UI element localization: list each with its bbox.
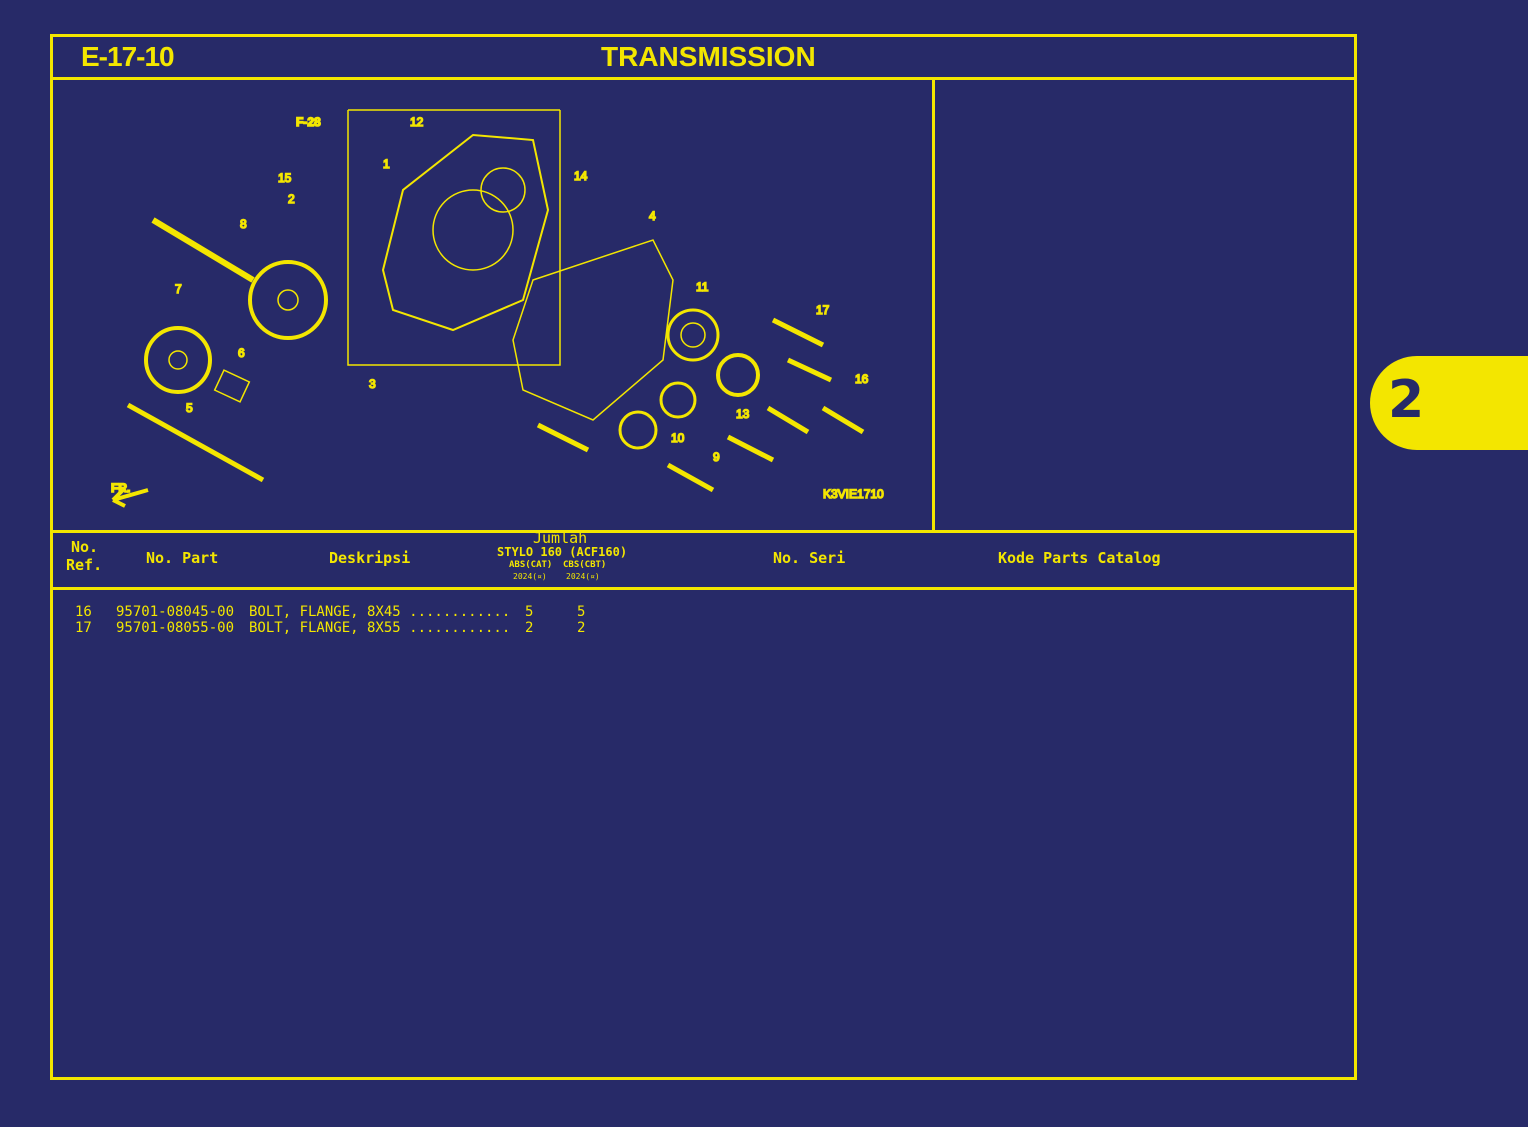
qty-abs: 2 <box>525 620 534 636</box>
header-year-1: 2024(¤) <box>513 572 547 581</box>
callout-1: 1 <box>383 157 390 171</box>
ref-no: 17 <box>75 620 92 636</box>
callout-4: 4 <box>649 209 656 223</box>
qty-cbs: 2 <box>577 620 586 636</box>
table-row[interactable]: 17 95701-08055-00 BOLT, FLANGE, 8X55 ...… <box>53 620 1354 636</box>
part-no: 95701-08055-00 <box>116 620 235 636</box>
qty-cbs: 5 <box>577 604 586 620</box>
callout-10: 10 <box>671 431 685 445</box>
header-quantity: Jumlah <box>533 529 588 547</box>
header-model: STYLO 160 (ACF160) <box>497 545 628 559</box>
callout-8: 8 <box>240 217 247 231</box>
page-title: TRANSMISSION <box>601 41 816 72</box>
table-row[interactable]: 16 95701-08045-00 BOLT, FLANGE, 8X45 ...… <box>53 604 1354 620</box>
qty-abs: 5 <box>525 604 534 620</box>
ref-no: 16 <box>75 604 92 620</box>
callout-7: 7 <box>175 282 182 296</box>
header-variant-cbs: CBS(CBT) <box>563 560 607 570</box>
table-header: No. Ref. No. Part Deskripsi Jumlah STYLO… <box>53 529 1354 590</box>
section-tab-label: 2 <box>1388 370 1425 430</box>
reference-link[interactable]: F-28 <box>295 114 322 130</box>
exploded-diagram: F-28 FR. K3VIE1710 1 2 3 4 5 6 7 8 9 10 … <box>53 80 935 530</box>
callout-6: 6 <box>238 346 245 360</box>
section-tab[interactable]: 2 <box>1370 356 1528 450</box>
page-header: E-17-10 TRANSMISSION <box>53 37 1354 80</box>
callout-11: 11 <box>696 280 709 294</box>
front-label: FR. <box>111 481 130 495</box>
callout-16: 16 <box>855 372 869 386</box>
header-ref-2: Ref. <box>66 556 103 574</box>
header-ref: No. <box>71 538 99 556</box>
part-no: 95701-08045-00 <box>116 604 235 620</box>
description: BOLT, FLANGE, 8X55 ............ <box>249 620 511 636</box>
callout-15: 15 <box>278 171 292 185</box>
callout-17: 17 <box>816 303 830 317</box>
header-year-2: 2024(¤) <box>566 572 600 581</box>
diagram-code: K3VIE1710 <box>823 487 884 501</box>
callout-3: 3 <box>369 377 376 391</box>
header-variant-abs: ABS(CAT) <box>509 560 553 570</box>
section-code: E-17-10 <box>81 41 175 72</box>
callout-5: 5 <box>186 401 193 415</box>
callout-13: 13 <box>736 407 750 421</box>
transmission-diagram: F-28 FR. K3VIE1710 1 2 3 4 5 6 7 8 9 10 … <box>110 109 885 508</box>
header-description: Deskripsi <box>329 549 411 567</box>
callout-14: 14 <box>574 169 588 183</box>
header-catalog-code: Kode Parts Catalog <box>998 549 1161 567</box>
parts-catalog-page: E-17-10 TRANSMISSION F-28 FR. K3VIE1710 … <box>50 34 1357 1080</box>
header-serial: No. Seri <box>773 549 846 567</box>
callout-9: 9 <box>713 450 720 464</box>
description: BOLT, FLANGE, 8X45 ............ <box>249 604 511 620</box>
callout-12: 12 <box>410 115 424 129</box>
callout-2: 2 <box>288 192 295 206</box>
header-part-no: No. Part <box>146 549 219 567</box>
